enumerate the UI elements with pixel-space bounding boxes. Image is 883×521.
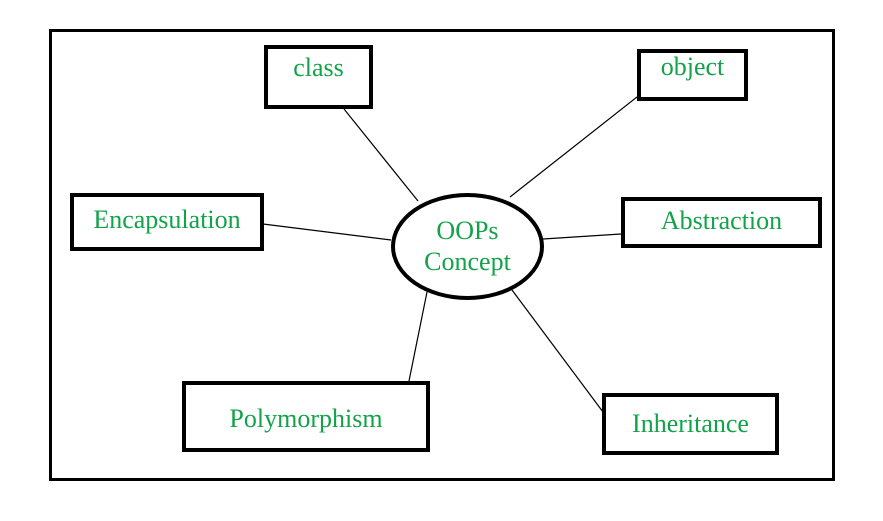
node-polymorphism: Polymorphism	[182, 381, 430, 452]
node-object-label: object	[660, 52, 725, 81]
connector-object	[509, 96, 638, 198]
center-node-line1: OOPs	[436, 215, 499, 245]
node-inheritance-label: Inheritance	[632, 409, 749, 438]
connector-inheritance	[511, 289, 604, 413]
center-node-line2: Concept	[424, 246, 511, 276]
connector-polymorphism	[408, 291, 428, 382]
node-encapsulation-label: Encapsulation	[93, 205, 241, 234]
node-polymorphism-label: Polymorphism	[229, 403, 383, 433]
node-class: class	[264, 45, 373, 109]
diagram-frame	[49, 29, 835, 481]
node-abstraction: Abstraction	[621, 197, 822, 248]
node-abstraction-label: Abstraction	[660, 205, 783, 235]
center-node-oops-concept: OOPs Concept	[391, 193, 544, 300]
connector-class	[343, 108, 419, 202]
connector-encapsulation	[262, 223, 392, 241]
connector-abstraction	[542, 233, 622, 240]
node-object: object	[637, 49, 748, 101]
node-encapsulation: Encapsulation	[70, 193, 264, 251]
node-inheritance: Inheritance	[602, 393, 779, 455]
node-class-label: class	[293, 53, 344, 82]
